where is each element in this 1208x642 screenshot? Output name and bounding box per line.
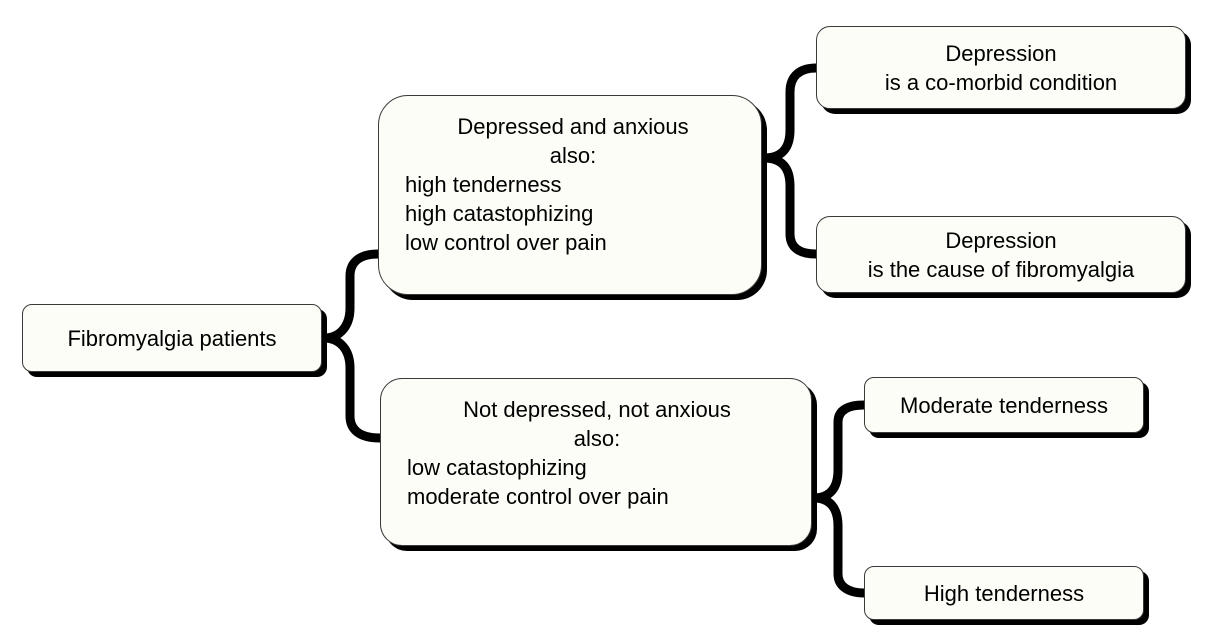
node-depression-cause: Depression is the cause of fibromyalgia — [816, 216, 1186, 293]
node-label-line1: Depression — [945, 227, 1057, 253]
node-title: Not depressed, not anxious — [463, 397, 731, 422]
node-item: high tenderness — [405, 172, 562, 197]
connector-notdep-to-high — [809, 493, 869, 598]
node-label: Moderate tenderness — [900, 392, 1108, 418]
connector-root-to-depressed — [319, 249, 383, 343]
node-subtitle: also: — [549, 143, 597, 168]
node-fibromyalgia-patients: Fibromyalgia patients — [22, 304, 322, 372]
node-high-tenderness: High tenderness — [864, 566, 1144, 620]
node-label: High tenderness — [923, 580, 1085, 606]
node-subtitle: also: — [573, 426, 621, 451]
connector-notdep-to-moderate — [809, 400, 869, 503]
node-depressed-anxious: Depressed and anxious also: high tendern… — [378, 95, 762, 295]
node-label-line1: Depression — [945, 40, 1057, 66]
node-item: low control over pain — [405, 230, 607, 255]
node-label: Fibromyalgia patients — [67, 325, 277, 351]
node-depression-comorbid: Depression is a co-morbid condition — [816, 26, 1186, 109]
node-label-line2: is the cause of fibromyalgia — [867, 256, 1135, 282]
node-label-line2: is a co-morbid condition — [884, 69, 1118, 95]
connector-root-to-not-depressed — [319, 333, 385, 443]
connector-depressed-to-comorbid — [759, 63, 821, 163]
node-not-depressed-not-anxious: Not depressed, not anxious also: low cat… — [380, 378, 812, 546]
node-moderate-tenderness: Moderate tenderness — [864, 377, 1144, 433]
node-title: Depressed and anxious — [457, 114, 689, 139]
connector-depressed-to-cause — [759, 153, 821, 259]
node-item: high catastophizing — [405, 201, 594, 226]
node-item: low catastophizing — [407, 455, 587, 480]
node-item: moderate control over pain — [407, 484, 669, 509]
